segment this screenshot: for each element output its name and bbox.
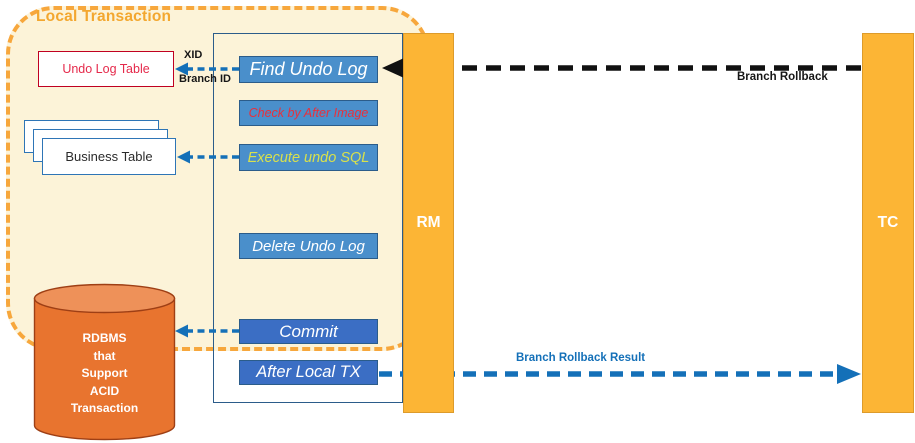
rdbms-label-line: that xyxy=(93,348,116,363)
business-table: Business Table xyxy=(42,138,176,175)
step-check-by-after-image: Check by After Image xyxy=(239,100,378,126)
step-label: Commit xyxy=(279,321,338,341)
step-label: Execute undo SQL xyxy=(247,149,370,166)
step-label: Delete Undo Log xyxy=(252,237,365,255)
rdbms-label: RDBMS that Support ACID Transaction xyxy=(33,330,176,418)
undo-log-table-label: Undo Log Table xyxy=(62,62,150,76)
rdbms-cylinder xyxy=(33,283,176,442)
xid-label: XID xyxy=(184,49,203,61)
step-label: Check by After Image xyxy=(248,106,369,120)
branch-rollback-label: Branch Rollback xyxy=(737,71,828,83)
tc-label: TC xyxy=(877,214,899,231)
step-delete-undo-log: Delete Undo Log xyxy=(239,233,378,259)
step-after-local-tx: After Local TX xyxy=(239,360,378,385)
step-commit: Commit xyxy=(239,319,378,344)
undo-log-table: Undo Log Table xyxy=(38,51,174,87)
rm-lifeline-bar: RM xyxy=(403,33,454,413)
step-execute-undo-sql: Execute undo SQL xyxy=(239,144,378,171)
process-box xyxy=(213,33,403,403)
rm-label: RM xyxy=(416,214,441,231)
rdbms-label-line: Support xyxy=(81,366,128,380)
branch-id-label: Branch ID xyxy=(179,73,231,85)
branch-rollback-result-label: Branch Rollback Result xyxy=(516,352,646,364)
step-find-undo-log: Find Undo Log xyxy=(239,56,378,83)
business-table-label: Business Table xyxy=(65,149,153,164)
database-cylinder-icon xyxy=(33,283,176,441)
tc-lifeline-bar: TC xyxy=(862,33,914,413)
step-label: After Local TX xyxy=(256,363,361,381)
rdbms-label-line: Transaction xyxy=(70,401,139,415)
local-transaction-label: Local Transaction xyxy=(36,8,172,25)
rdbms-label-line: ACID xyxy=(89,383,120,398)
rdbms-label-line: RDBMS xyxy=(82,331,127,345)
step-label: Find Undo Log xyxy=(249,59,368,79)
